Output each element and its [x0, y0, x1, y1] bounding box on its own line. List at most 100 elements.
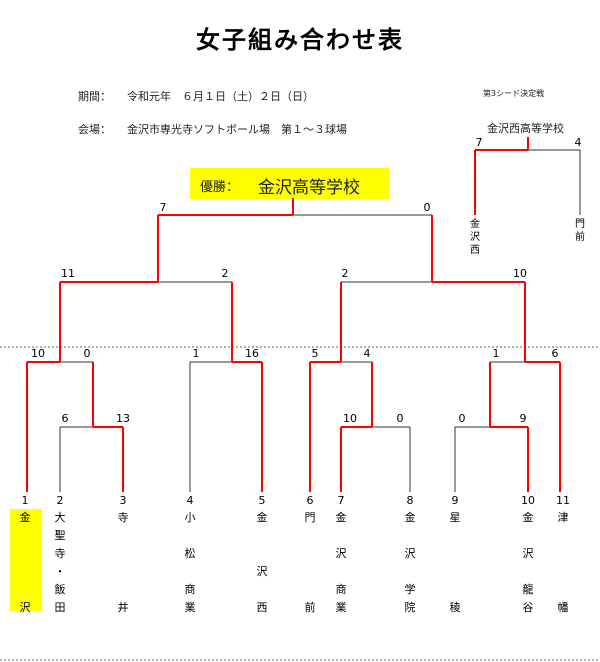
- team-name-char: [334, 528, 348, 543]
- team-number: 3: [119, 494, 127, 507]
- score: 2: [341, 267, 349, 280]
- team-name: 小松商業: [183, 510, 197, 615]
- team-name-char: 寺: [117, 511, 129, 524]
- team-name: 金沢商業: [334, 510, 348, 615]
- team-name-char: 金: [19, 511, 31, 524]
- team-name-char: 西: [256, 601, 268, 614]
- team-name-char: 門: [304, 511, 316, 524]
- team-name-char: 龍: [522, 583, 534, 596]
- team-name-char: [18, 528, 32, 543]
- team-name-char: 金: [335, 511, 347, 524]
- team-name-char: [448, 582, 462, 597]
- team-name-char: [255, 528, 269, 543]
- team-name-char: 院: [404, 601, 416, 614]
- team-name-char: 井: [117, 601, 129, 614]
- score: 9: [519, 412, 527, 425]
- team-name: 津幡: [556, 510, 570, 615]
- team-name-char: [116, 528, 130, 543]
- score: 7: [475, 136, 483, 149]
- team-name-char: 沢: [404, 547, 416, 560]
- team-name-char: [556, 528, 570, 543]
- venue-label: 会場：: [78, 123, 111, 136]
- team-name-char: [183, 564, 197, 579]
- team-number: 4: [186, 494, 194, 507]
- score: 0: [458, 412, 466, 425]
- team-name-char: [303, 564, 317, 579]
- team-name-char: 沢: [256, 565, 268, 578]
- team-name-char: 商: [335, 583, 347, 596]
- team-number: 10: [521, 494, 535, 507]
- team-name-char: [403, 528, 417, 543]
- team-name-char: 学: [404, 583, 416, 596]
- team-name-char: 前: [304, 601, 316, 614]
- team-name: 寺井: [116, 510, 130, 615]
- team-name-char: 小: [184, 511, 196, 524]
- venue: 金沢市専光寺ソフトボール場 第１～３球場: [127, 123, 347, 136]
- team-name-char: 業: [184, 601, 196, 614]
- score: 0: [423, 201, 431, 214]
- team-name-char: [448, 564, 462, 579]
- team-name: 金沢: [18, 510, 32, 615]
- team-name-char: [556, 546, 570, 561]
- team-name-char: [255, 582, 269, 597]
- team-name-char: [255, 546, 269, 561]
- score: 0: [396, 412, 404, 425]
- team-name-char: [303, 582, 317, 597]
- team-name-char: [303, 546, 317, 561]
- team-name-char: [303, 528, 317, 543]
- third-place-team: 門前: [575, 219, 585, 243]
- score: 7: [159, 201, 167, 214]
- team-name-char: [556, 582, 570, 597]
- third-place-heading: 第3シード決定戦: [483, 89, 545, 98]
- team-name-char: 金: [256, 511, 268, 524]
- team-name: 金沢西: [255, 510, 269, 615]
- team-name-char: [116, 582, 130, 597]
- team-name-char: 幡: [557, 601, 569, 614]
- team-name-char: 寺: [54, 547, 66, 560]
- score: 13: [116, 412, 130, 425]
- team-number: 7: [337, 494, 345, 507]
- score: 5: [311, 347, 319, 360]
- team-name-char: [116, 564, 130, 579]
- team-name-char: 商: [184, 583, 196, 596]
- team-name: 金沢学院: [403, 510, 417, 615]
- team-name-char: 沢: [19, 601, 31, 614]
- team-name-char: 松: [184, 547, 196, 560]
- team-name: 星稜: [448, 510, 462, 615]
- team-number: 6: [306, 494, 314, 507]
- score: 6: [61, 412, 69, 425]
- team-name-char: 谷: [522, 601, 534, 614]
- team-name-char: [18, 546, 32, 561]
- team-name-char: [334, 564, 348, 579]
- period: 令和元年 ６月１日（土）２日（日）: [127, 90, 314, 103]
- team-name-char: 聖: [54, 529, 66, 542]
- team-name-char: [116, 546, 130, 561]
- score: 0: [83, 347, 91, 360]
- team-name-char: [556, 564, 570, 579]
- team-name-char: 業: [335, 601, 347, 614]
- team-name-char: 田: [54, 601, 66, 614]
- team-number: 5: [258, 494, 266, 507]
- team-name-char: 沢: [522, 547, 534, 560]
- team-name-char: 星: [449, 511, 461, 524]
- champion-label: 優勝：: [200, 180, 240, 195]
- page-title: 女子組み合わせ表: [196, 26, 404, 54]
- score: 1: [492, 347, 500, 360]
- score: 10: [513, 267, 527, 280]
- score: 16: [245, 347, 259, 360]
- team-name-char: 稜: [449, 601, 461, 614]
- score: 1: [192, 347, 200, 360]
- score: 10: [31, 347, 45, 360]
- third-place-winner: 金沢西高等学校: [487, 122, 564, 135]
- team-number: 2: [56, 494, 64, 507]
- team-name-char: [448, 528, 462, 543]
- period-label: 期間：: [78, 90, 111, 103]
- team-number: 11: [556, 494, 570, 507]
- score: 11: [61, 267, 75, 280]
- team-name-char: 沢: [335, 547, 347, 560]
- score: 4: [363, 347, 371, 360]
- team-name-char: [18, 582, 32, 597]
- team-name: 門前: [303, 510, 317, 615]
